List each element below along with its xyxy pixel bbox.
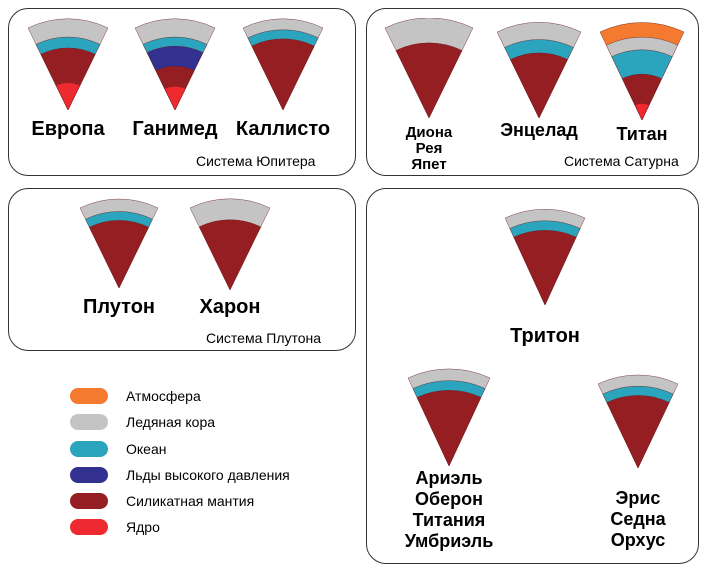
legend-label-ocean: Океан [126, 441, 167, 457]
legend-item-silicate-mantle: Силикатная мантия [70, 492, 254, 510]
europa-label: Европа [31, 118, 105, 140]
charon-wedge [190, 198, 270, 290]
silicate-mantle-layer [606, 395, 670, 468]
silicate-mantle-layer [416, 390, 482, 466]
silicate-mantle-swatch [70, 493, 108, 509]
pluto-system-caption: Система Плутона [206, 330, 322, 346]
legend-item-atmosphere: Атмосфера [70, 387, 201, 405]
eris-sedna-orcus-label: Эрис Седна Орхус [610, 488, 666, 550]
core-layer [55, 82, 81, 110]
enceladus-wedge [497, 22, 581, 118]
core-swatch [70, 519, 108, 535]
legend-label-high-pressure-ice: Льды высокого давления [126, 467, 290, 483]
pluto-system-panel [8, 188, 356, 351]
triton-label: Тритон [510, 325, 580, 347]
uranian-moons-label: Ариэль Оберон Титания Умбриэль [404, 468, 494, 551]
ganymede-label: Ганимед [132, 118, 218, 140]
legend-item-high-pressure-ice: Льды высокого давления [70, 466, 290, 484]
silicate-mantle-layer [513, 230, 577, 305]
legend-item-ocean: Океан [70, 440, 166, 458]
enceladus-label: Энцелад [500, 120, 578, 140]
legend-item-ice-crust: Ледяная кора [70, 413, 215, 431]
silicate-mantle-layer [621, 73, 663, 120]
callisto-wedge [243, 18, 323, 110]
charon-label: Харон [199, 296, 261, 318]
titan-wedge [600, 22, 684, 120]
dione-rhea-iapetus-wedge [385, 18, 473, 118]
core-layer [164, 86, 186, 110]
ganymede-wedge [135, 18, 215, 110]
ocean-swatch [70, 441, 108, 457]
atmosphere-swatch [70, 388, 108, 404]
core-layer [634, 103, 650, 120]
legend-label-silicate-mantle: Силикатная мантия [126, 493, 255, 509]
ice-crust-swatch [70, 414, 108, 430]
legend-label-core: Ядро [126, 519, 160, 535]
legend-label-ice-crust: Ледяная кора [126, 414, 216, 430]
pluto-label: Плутон [82, 296, 155, 318]
uranian-moons-wedge [408, 368, 490, 466]
silicate-mantle-layer [251, 38, 315, 110]
silicate-mantle-layer [40, 47, 96, 110]
saturn-system-caption: Система Сатурна [564, 153, 679, 169]
callisto-label: Каллисто [235, 118, 331, 140]
jupiter-system-caption: Система Юпитера [196, 153, 316, 169]
silicate-mantle-layer [89, 220, 149, 288]
eris-sedna-orcus-wedge [598, 374, 678, 468]
legend-item-core: Ядро [70, 518, 160, 536]
titan-label: Титан [616, 124, 668, 144]
silicate-mantle-layer [395, 42, 463, 118]
dione-rhea-iapetus-label: Диона Рея Япет [405, 124, 453, 173]
silicate-mantle-layer [510, 52, 568, 118]
pluto-wedge [80, 198, 158, 288]
triton-wedge [505, 209, 585, 305]
legend-label-atmosphere: Атмосфера [126, 388, 201, 404]
silicate-mantle-layer [198, 219, 262, 290]
high-pressure-ice-swatch [70, 467, 108, 483]
europa-wedge [28, 18, 108, 110]
